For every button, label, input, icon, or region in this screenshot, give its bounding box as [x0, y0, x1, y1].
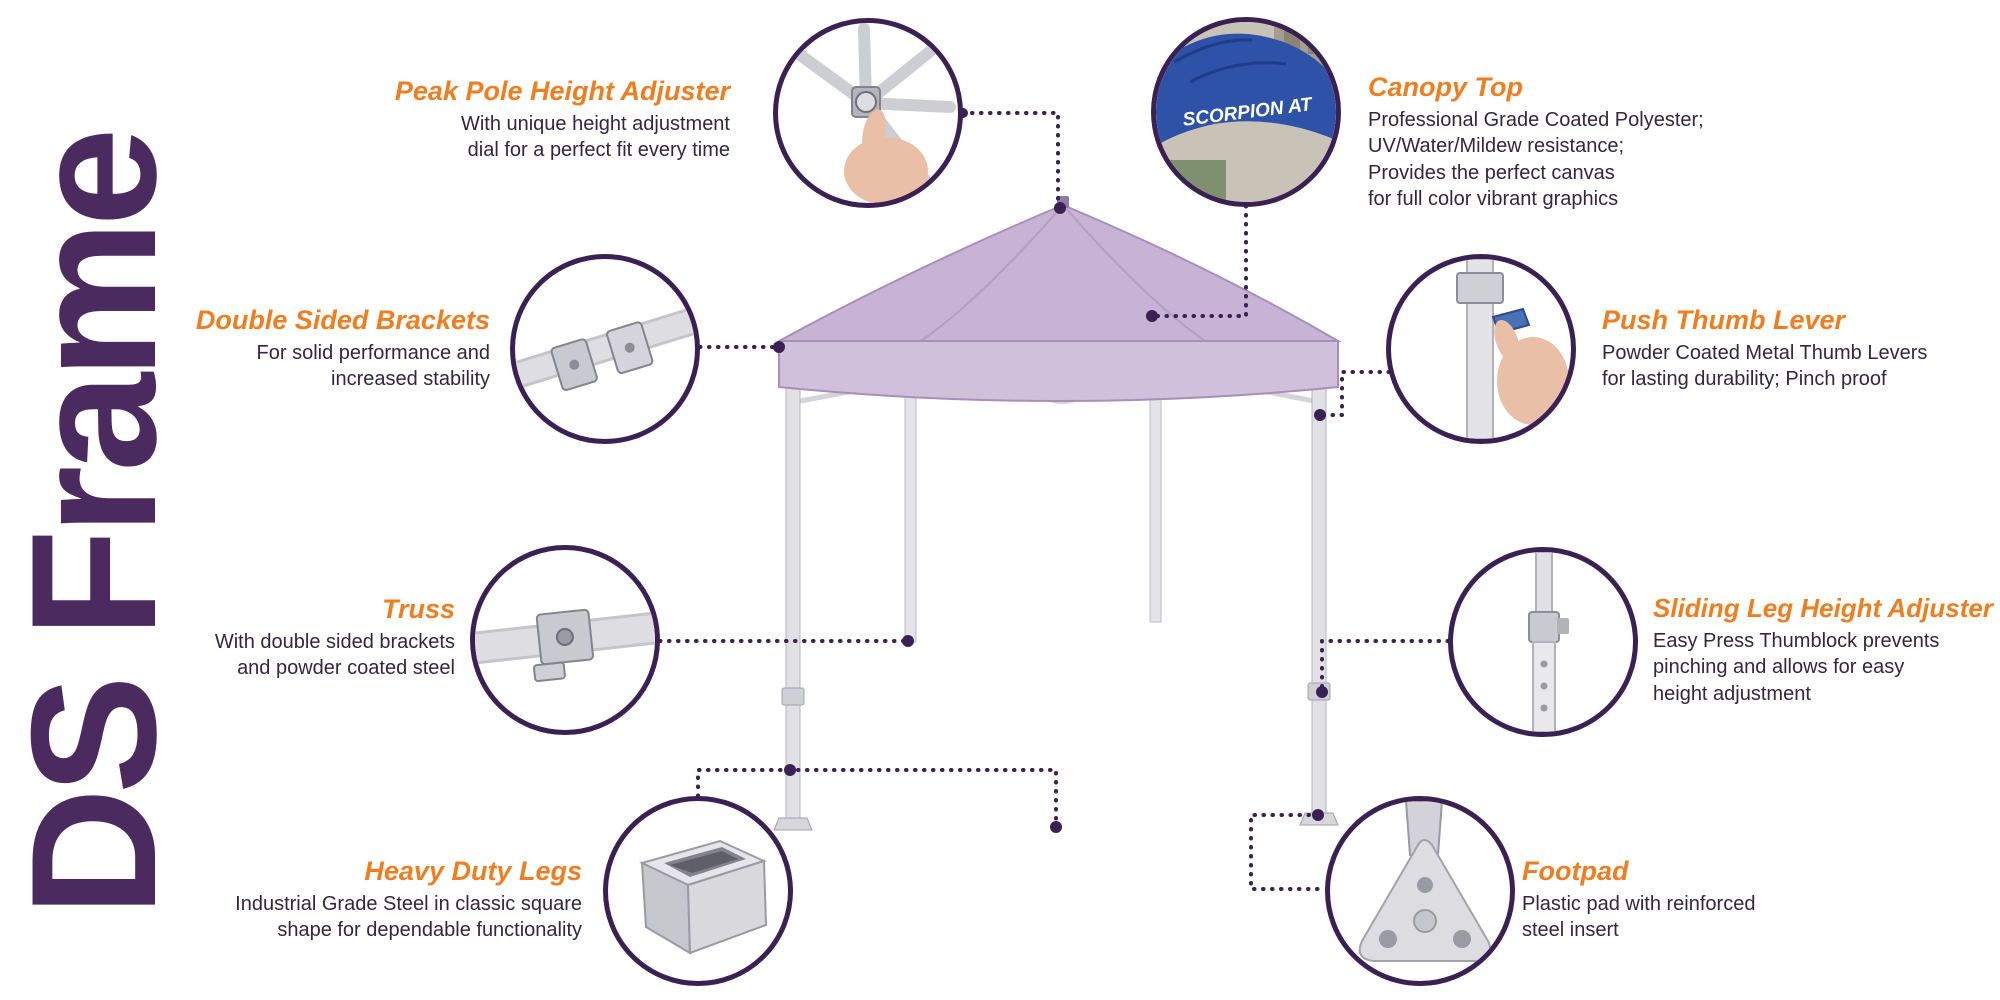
callout-description: With unique height adjustment dial for a…: [460, 113, 730, 162]
tent-illustration: [773, 196, 1342, 831]
callout-description: With double sided brackets and powder co…: [214, 631, 455, 680]
thumb-lever-photo-image: [1456, 259, 1569, 439]
callout-double-sided-brackets: Double Sided Brackets For solid performa…: [130, 305, 490, 393]
double-sided-brackets-photo: [510, 254, 700, 444]
connector-push-thumb-lever: [1318, 370, 1391, 417]
connector-dot: [1050, 821, 1062, 833]
connector-sliding-leg-adjuster: [1320, 639, 1450, 694]
connector-canopy-top: [1150, 204, 1248, 318]
connector-dot: [1054, 202, 1066, 214]
connector-heavy-duty-legs: [696, 768, 1058, 829]
tent-canopy-top: [778, 203, 1342, 342]
connector-peak-pole: [961, 111, 1060, 209]
square-leg-photo-image: [639, 839, 768, 955]
callout-connectors: [658, 108, 1450, 891]
callout-description: Industrial Grade Steel in classic square…: [235, 893, 582, 942]
sliding-leg-adjuster-photo: [1448, 547, 1638, 737]
callout-description: Easy Press Thumblock prevents pinching a…: [1653, 629, 1940, 705]
connector-dot: [1312, 809, 1324, 821]
heavy-duty-legs-photo: [603, 796, 793, 986]
leg-adjuster-photo-image: [1528, 552, 1569, 732]
tent-canopy-folds: [920, 204, 1206, 342]
connector-dot: [1146, 310, 1158, 322]
connector-dot: [1316, 686, 1328, 698]
tent-left-footpad: [773, 817, 813, 831]
brackets-photo-image: [515, 306, 695, 391]
connector-dot: [902, 635, 914, 647]
canopy-top-photo-image: SCORPION AT: [1156, 22, 1336, 202]
connector-dot: [773, 341, 785, 353]
tent-rear-left-leg: [904, 367, 917, 643]
tent-front-left-leg: [785, 351, 801, 819]
callout-title: Truss: [381, 594, 455, 624]
callout-peak-pole-height-adjuster: Peak Pole Height Adjuster With unique he…: [370, 76, 730, 164]
callout-description: Powder Coated Metal Thumb Levers for las…: [1602, 342, 1928, 391]
peak-pole-photo: [773, 18, 963, 208]
callout-description: Professional Grade Coated Polyester; UV/…: [1368, 109, 1704, 211]
tent-canopy-valance: [778, 340, 1339, 403]
tent-rear-right-leg: [1149, 361, 1162, 623]
connector-footpad: [1249, 813, 1326, 891]
canopy-top-photo: SCORPION AT: [1151, 17, 1341, 207]
truss-photo: [470, 545, 660, 735]
connector-dot: [1314, 409, 1326, 421]
callout-push-thumb-lever: Push Thumb Lever Powder Coated Metal Thu…: [1602, 305, 2000, 393]
callout-description: For solid performance and increased stab…: [256, 342, 490, 391]
truss-photo-image: [475, 608, 655, 683]
footpad-photo: [1325, 796, 1515, 986]
callout-title: Footpad: [1522, 856, 1629, 886]
peak-pole-photo-image: [786, 23, 956, 203]
callout-title: Push Thumb Lever: [1602, 305, 1846, 335]
push-thumb-lever-photo: [1386, 254, 1576, 444]
callout-title: Double Sided Brackets: [195, 305, 490, 335]
callout-heavy-duty-legs: Heavy Duty Legs Industrial Grade Steel i…: [182, 856, 582, 944]
callout-footpad: Footpad Plastic pad with reinforced stee…: [1522, 856, 1862, 944]
tent-front-right-leg: [1311, 351, 1327, 814]
callout-description: Plastic pad with reinforced steel insert: [1522, 893, 1756, 942]
callout-title: Peak Pole Height Adjuster: [394, 76, 730, 106]
callout-sliding-leg-height-adjuster: Sliding Leg Height Adjuster Easy Press T…: [1653, 593, 1998, 707]
callout-canopy-top: Canopy Top Professional Grade Coated Pol…: [1368, 72, 1788, 213]
callout-title: Canopy Top: [1368, 72, 1523, 102]
callout-title: Heavy Duty Legs: [364, 856, 582, 886]
callout-truss: Truss With double sided brackets and pow…: [115, 594, 455, 682]
tent-left-leg-adjuster: [781, 687, 805, 706]
connector-dot: [784, 764, 796, 776]
brand-vertical-title: DS Frame: [0, 133, 193, 917]
footpad-photo-image: [1358, 801, 1492, 962]
callout-title: Sliding Leg Height Adjuster: [1653, 593, 1993, 623]
